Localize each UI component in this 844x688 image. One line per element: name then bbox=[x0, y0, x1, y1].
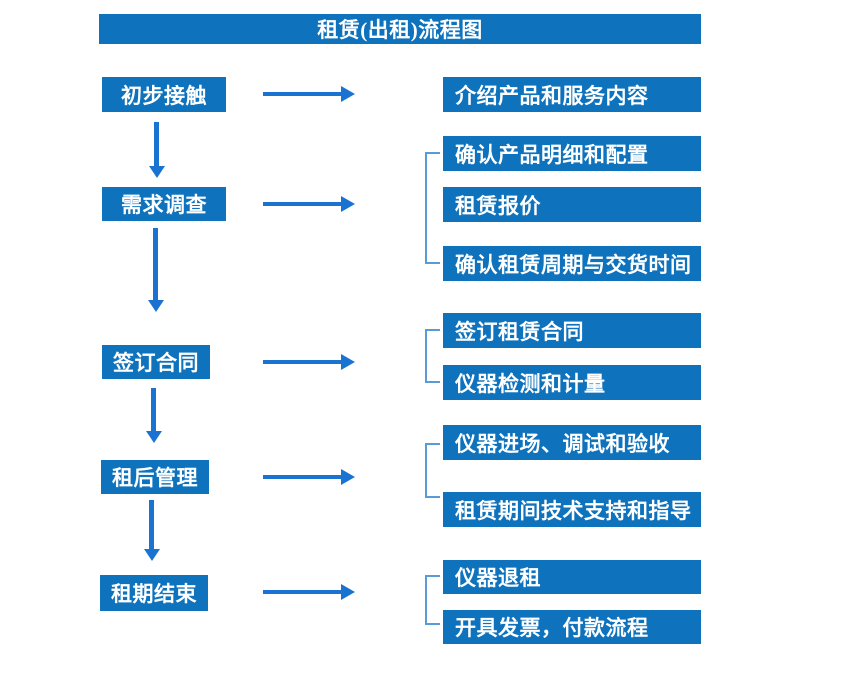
down-arrow-3 bbox=[151, 388, 156, 431]
step-box-sign-contract: 签订合同 bbox=[102, 345, 210, 379]
down-arrow-1 bbox=[154, 122, 159, 166]
detail-box-confirm-product-details: 确认产品明细和配置 bbox=[443, 136, 701, 171]
detail-box-sign-rental-contract: 签订租赁合同 bbox=[443, 313, 701, 348]
right-arrow-3 bbox=[263, 360, 341, 364]
right-arrow-4 bbox=[263, 475, 341, 479]
bracket-sign-contract-group bbox=[425, 329, 440, 383]
down-arrow-4 bbox=[149, 500, 154, 549]
detail-box-rental-quote: 租赁报价 bbox=[443, 187, 701, 222]
detail-box-instrument-return: 仪器退租 bbox=[443, 560, 701, 594]
detail-box-confirm-rental-period: 确认租赁周期与交货时间 bbox=[443, 246, 701, 281]
bracket-demand-survey-group bbox=[425, 152, 440, 264]
detail-box-invoice-payment: 开具发票，付款流程 bbox=[443, 610, 701, 644]
step-box-demand-survey: 需求调查 bbox=[102, 187, 226, 221]
step-box-post-rental-management: 租后管理 bbox=[101, 460, 209, 494]
step-box-rental-end: 租期结束 bbox=[100, 575, 208, 611]
detail-box-introduce-products: 介绍产品和服务内容 bbox=[443, 77, 701, 112]
down-arrow-2 bbox=[153, 228, 158, 300]
right-arrow-1 bbox=[263, 92, 341, 96]
detail-box-instrument-testing: 仪器检测和计量 bbox=[443, 365, 701, 400]
detail-box-instrument-setup-acceptance: 仪器进场、调试和验收 bbox=[443, 425, 701, 460]
step-box-initial-contact: 初步接触 bbox=[102, 77, 226, 112]
bracket-rental-end-group bbox=[425, 575, 440, 625]
bracket-post-rental-group bbox=[425, 443, 440, 498]
flowchart-title: 租赁(出租)流程图 bbox=[99, 14, 701, 44]
detail-box-tech-support: 租赁期间技术支持和指导 bbox=[443, 492, 701, 527]
right-arrow-2 bbox=[263, 202, 341, 206]
right-arrow-5 bbox=[263, 590, 341, 594]
